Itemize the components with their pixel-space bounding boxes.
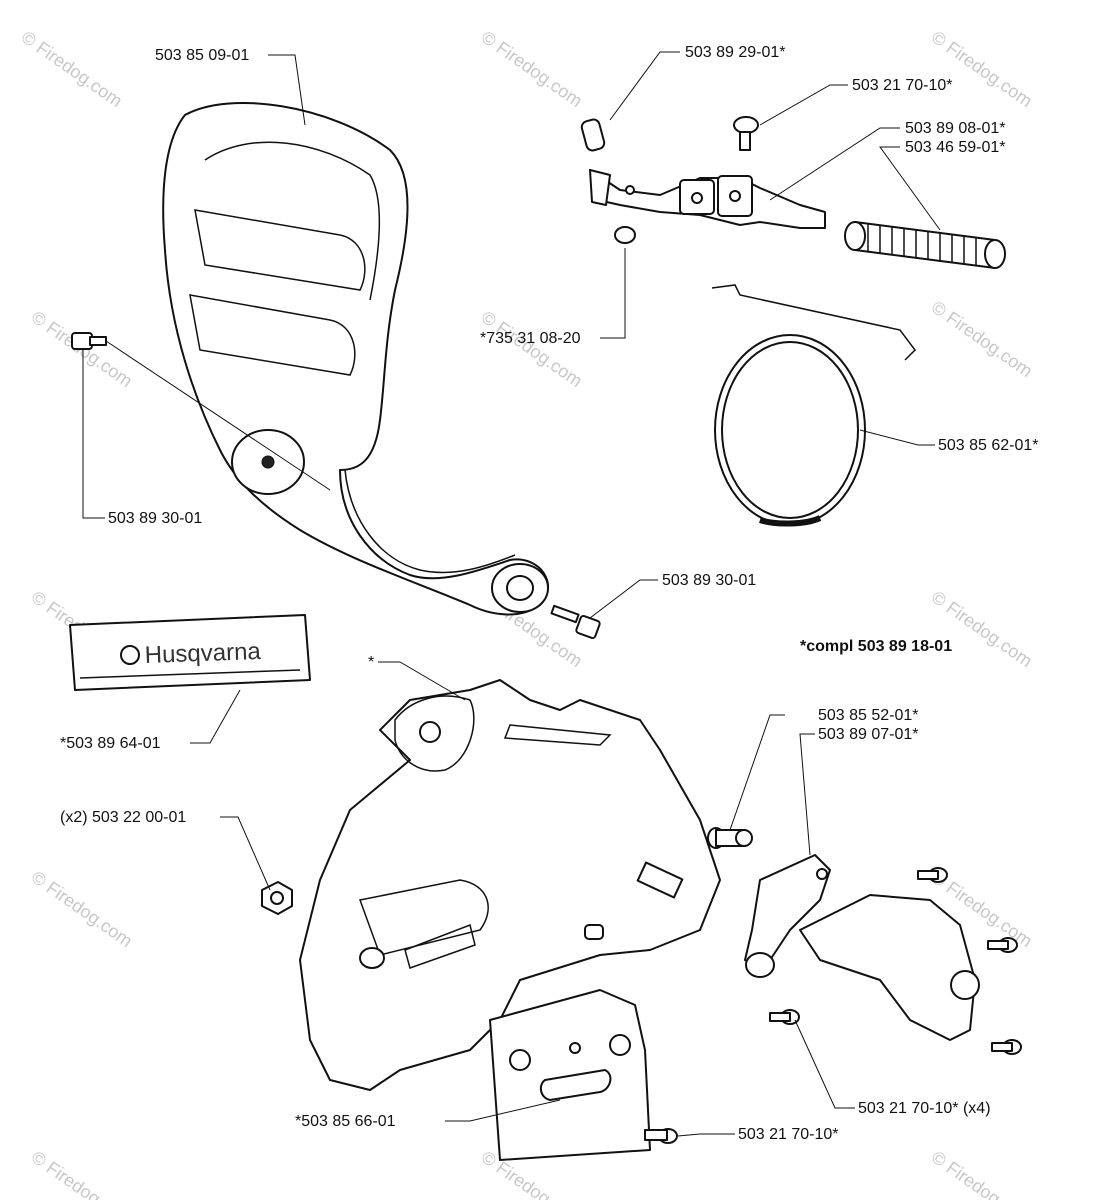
- brake-band: [711, 284, 916, 527]
- kit-note: *compl 503 89 18-01: [800, 638, 952, 655]
- watermark: © Firedog.com: [28, 1147, 136, 1200]
- label-snap-ring: *735 31 08-20: [480, 330, 581, 347]
- chain-guide-bracket: [744, 854, 980, 1041]
- decal: Husqvarna: [69, 614, 311, 691]
- snap-ring: [614, 226, 636, 244]
- bar-plate: [489, 989, 651, 1161]
- label-plate: *503 85 66-01: [295, 1113, 396, 1130]
- watermark: © Firedog.com: [928, 1147, 1036, 1200]
- label-screw-top: 503 21 70-10*: [852, 77, 953, 94]
- spring: [844, 221, 1006, 269]
- label-decal: *503 89 64-01: [60, 735, 161, 752]
- label-spring-holder-b: 503 46 59-01*: [905, 139, 1006, 156]
- screws-x4: [769, 867, 1022, 1055]
- label-pivot-screw-right: 503 89 30-01: [662, 572, 756, 589]
- watermark: © Firedog.com: [18, 27, 126, 111]
- label-asterisk: *: [368, 654, 374, 671]
- label-pin-a: 503 85 52-01*: [818, 707, 919, 724]
- leader-lines: [82, 51, 941, 1137]
- watermark: © Firedog.com: [28, 867, 136, 951]
- pin: [707, 827, 753, 849]
- pivot-screw-right: [550, 604, 601, 640]
- label-spring-holder-a: 503 89 08-01*: [905, 120, 1006, 137]
- label-screw-bottom: 503 21 70-10*: [738, 1126, 839, 1143]
- watermark: © Firedog.com: [928, 587, 1036, 671]
- label-chain-brake-lever: 503 89 29-01*: [685, 44, 786, 61]
- clutch-cover: [299, 679, 721, 1091]
- watermark: © Firedog.com: [928, 297, 1036, 381]
- brand-logo: Husqvarna: [144, 638, 262, 669]
- part-labels: 503 85 09-01 503 89 29-01* 503 21 70-10*…: [60, 44, 1039, 1143]
- label-handle-guard: 503 85 09-01: [155, 47, 249, 64]
- screw-bottom: [644, 1128, 678, 1144]
- pivot-screw-left: [71, 332, 331, 491]
- chain-brake-lever: [580, 118, 826, 229]
- nut: [261, 881, 293, 915]
- label-pin-b: 503 89 07-01*: [818, 726, 919, 743]
- watermark: © Firedog.com: [478, 307, 586, 391]
- screw-top: [733, 116, 759, 151]
- label-nut: (x2) 503 22 00-01: [60, 809, 186, 826]
- hand-guard: [162, 101, 550, 616]
- label-brake-band: 503 85 62-01*: [938, 437, 1039, 454]
- watermark: © Firedog.com: [928, 27, 1036, 111]
- watermark: © Firedog.com: [478, 27, 586, 111]
- label-screws-x4: 503 21 70-10* (x4): [858, 1100, 991, 1117]
- label-pivot-screw-left: 503 89 30-01: [108, 510, 202, 527]
